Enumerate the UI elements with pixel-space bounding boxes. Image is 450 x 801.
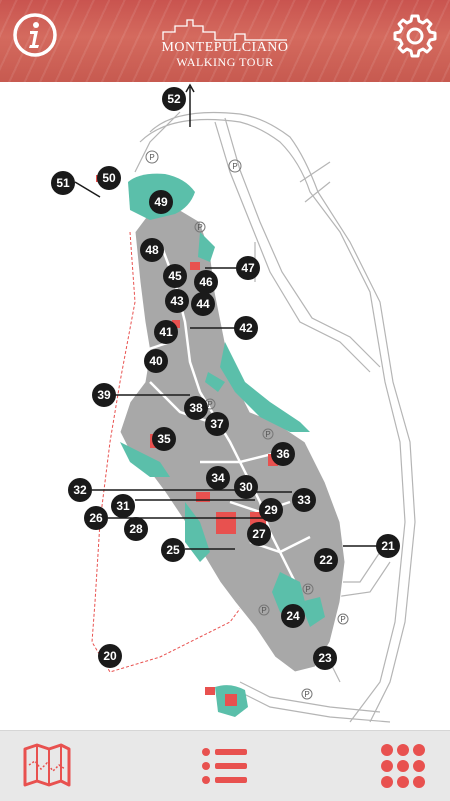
parking-label: P	[265, 430, 270, 439]
parking-label: P	[149, 153, 154, 162]
map-marker[interactable]: 22	[314, 548, 338, 572]
map-marker[interactable]: 44	[191, 292, 215, 316]
gear-icon	[393, 14, 437, 58]
map-marker[interactable]: 52	[162, 87, 186, 111]
map-marker[interactable]: 49	[149, 190, 173, 214]
bottom-tab-bar	[0, 730, 450, 801]
map-marker[interactable]: 34	[206, 466, 230, 490]
map-marker[interactable]: 27	[247, 522, 271, 546]
map-marker[interactable]: 31	[111, 494, 135, 518]
map-marker[interactable]: 25	[161, 538, 185, 562]
info-button[interactable]	[12, 12, 58, 58]
app-title-line2: WALKING TOUR	[176, 55, 274, 69]
map-marker[interactable]: 35	[152, 427, 176, 451]
map-marker[interactable]: 50	[97, 166, 121, 190]
app-title-line1: MONTEPULCIANO	[161, 40, 289, 55]
parking-label: P	[305, 585, 310, 594]
parking-label: P	[261, 606, 266, 615]
map-marker[interactable]: 28	[124, 517, 148, 541]
header: MONTEPULCIANO WALKING TOUR	[0, 0, 450, 82]
map-marker[interactable]: 36	[271, 442, 295, 466]
grid-icon	[381, 744, 425, 788]
map-marker[interactable]: 24	[281, 604, 305, 628]
map-marker[interactable]: 26	[84, 506, 108, 530]
parking-label: P	[197, 223, 202, 232]
info-icon	[13, 13, 57, 57]
map-marker[interactable]: 38	[184, 396, 208, 420]
map-marker[interactable]: 23	[313, 646, 337, 670]
list-icon	[202, 748, 247, 784]
parking-symbols: P P P P P P P P P	[145, 150, 349, 700]
map-marker[interactable]: 43	[165, 289, 189, 313]
map-marker[interactable]: 46	[194, 270, 218, 294]
map-tab[interactable]	[19, 741, 75, 791]
map-marker[interactable]: 33	[292, 488, 316, 512]
map-marker[interactable]: 48	[140, 238, 164, 262]
map-marker[interactable]: 45	[163, 264, 187, 288]
map-marker[interactable]: 51	[51, 171, 75, 195]
map-marker[interactable]: 32	[68, 478, 92, 502]
settings-button[interactable]	[392, 12, 438, 58]
map-marker[interactable]: 30	[234, 475, 258, 499]
map-marker[interactable]: 40	[144, 349, 168, 373]
map-graphic: P P P P P P P P P	[74, 83, 416, 723]
parking-label: P	[207, 400, 212, 409]
parking-label: P	[340, 615, 345, 624]
header-background-photo	[0, 0, 450, 82]
map-marker[interactable]: 39	[92, 383, 116, 407]
walking-boundary	[91, 231, 246, 673]
map-marker[interactable]: 29	[259, 498, 283, 522]
map-icon	[23, 743, 71, 787]
green-areas	[120, 173, 325, 717]
town-skyline-icon	[162, 19, 287, 41]
list-tab[interactable]	[197, 741, 253, 791]
map-marker[interactable]: 47	[236, 256, 260, 280]
grid-tab[interactable]	[375, 741, 431, 791]
app-logo: MONTEPULCIANO WALKING TOUR	[145, 14, 305, 74]
map-marker[interactable]: 20	[98, 644, 122, 668]
parking-label: P	[304, 690, 309, 699]
map-marker[interactable]: 21	[376, 534, 400, 558]
map-marker[interactable]: 37	[205, 412, 229, 436]
parking-label: P	[232, 162, 237, 171]
walking-tour-map[interactable]: P P P P P P P P P 52 51 50 49 48 47 46 4…	[0, 82, 450, 730]
map-marker[interactable]: 42	[234, 316, 258, 340]
map-marker[interactable]: 41	[154, 320, 178, 344]
